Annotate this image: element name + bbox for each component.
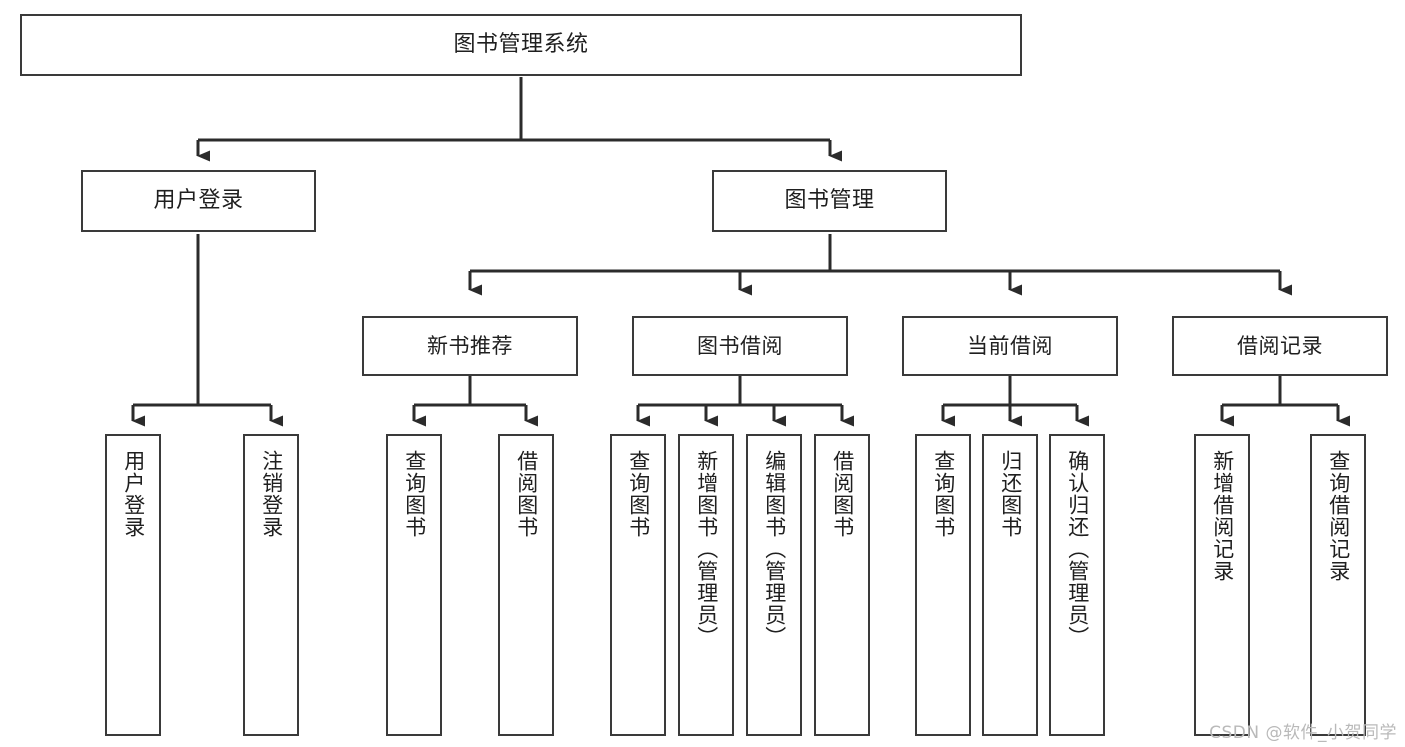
node-label: 用户登录 (121, 450, 146, 538)
node-book-management[interactable]: 图书管理 (712, 170, 947, 232)
leaf-current-query-book[interactable]: 查询图书 (915, 434, 971, 736)
node-label: 编辑图书（管理员） (762, 450, 787, 648)
node-label: 当前借阅 (967, 333, 1053, 358)
node-book-borrow[interactable]: 图书借阅 (632, 316, 848, 376)
node-label: 归还图书 (998, 450, 1023, 538)
leaf-user-login-login[interactable]: 用户登录 (105, 434, 161, 736)
node-label: 用户登录 (153, 188, 244, 214)
csdn-watermark: CSDN @软件_小贺同学 (1209, 723, 1397, 743)
node-new-book-recommend[interactable]: 新书推荐 (362, 316, 578, 376)
leaf-user-login-logout[interactable]: 注销登录 (243, 434, 299, 736)
leaf-new-book-query[interactable]: 查询图书 (386, 434, 442, 736)
node-label: 查询图书 (931, 450, 956, 538)
node-label: 图书管理系统 (453, 32, 589, 58)
leaf-borrow-borrow-book[interactable]: 借阅图书 (814, 434, 870, 736)
leaf-current-return-book[interactable]: 归还图书 (982, 434, 1038, 736)
node-label: 新增图书（管理员） (694, 450, 719, 648)
node-label: 借阅记录 (1237, 333, 1323, 358)
node-user-login[interactable]: 用户登录 (81, 170, 316, 232)
node-label: 查询借阅记录 (1326, 450, 1351, 582)
node-borrow-record[interactable]: 借阅记录 (1172, 316, 1388, 376)
node-label: 图书管理 (784, 188, 875, 214)
node-root-system[interactable]: 图书管理系统 (20, 14, 1022, 76)
leaf-current-confirm-return[interactable]: 确认归还（管理员） (1049, 434, 1105, 736)
leaf-new-book-borrow[interactable]: 借阅图书 (498, 434, 554, 736)
leaf-record-query[interactable]: 查询借阅记录 (1310, 434, 1366, 736)
node-label: 图书借阅 (697, 333, 783, 358)
node-label: 查询图书 (626, 450, 651, 538)
leaf-borrow-edit-book[interactable]: 编辑图书（管理员） (746, 434, 802, 736)
node-label: 查询图书 (402, 450, 427, 538)
node-label: 注销登录 (259, 450, 284, 538)
node-label: 新增借阅记录 (1210, 450, 1235, 582)
node-label: 借阅图书 (830, 450, 855, 538)
node-label: 确认归还（管理员） (1065, 450, 1090, 648)
node-current-borrow[interactable]: 当前借阅 (902, 316, 1118, 376)
leaf-borrow-add-book[interactable]: 新增图书（管理员） (678, 434, 734, 736)
leaf-record-add[interactable]: 新增借阅记录 (1194, 434, 1250, 736)
leaf-borrow-query-book[interactable]: 查询图书 (610, 434, 666, 736)
node-label: 新书推荐 (427, 333, 513, 358)
node-label: 借阅图书 (514, 450, 539, 538)
